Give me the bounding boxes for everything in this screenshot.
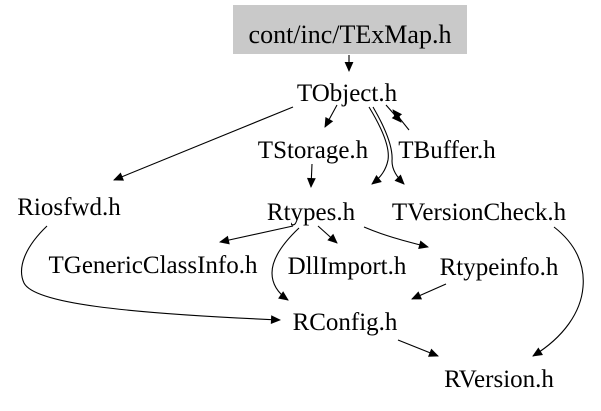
node-box-texmap	[233, 5, 467, 54]
node-label-texmap: cont/inc/TExMap.h	[249, 20, 452, 49]
node-label-tbuffer[interactable]: TBuffer.h	[398, 137, 496, 164]
edge-tobject-to-tbuffer	[385, 104, 402, 123]
edge-tversioncheck-to-rversion	[532, 226, 584, 357]
edge-rtypeinfo-to-rconfig	[411, 283, 447, 300]
edge-tbuffer-to-tobject	[392, 109, 410, 131]
node-label-riosfwd[interactable]: Riosfwd.h	[17, 194, 121, 221]
edge-rtypes-to-tgeneric	[219, 225, 294, 245]
edge-tobject-to-tversioncheck	[372, 106, 405, 185]
edge-riosfwd-to-rconfig	[20, 225, 281, 325]
edge-rconfig-to-rversion	[397, 339, 439, 357]
edges-layer	[20, 55, 584, 357]
edge-tobject-to-tstorage	[324, 104, 338, 128]
edge-tobject-to-riosfwd	[113, 106, 294, 181]
node-label-rconfig[interactable]: RConfig.h	[293, 309, 398, 336]
node-label-tversioncheck[interactable]: TVersionCheck.h	[392, 199, 567, 226]
edge-rtypes-to-rconfig	[271, 227, 300, 301]
node-label-rversion[interactable]: RVersion.h	[444, 366, 554, 393]
node-label-rtypes[interactable]: Rtypes.h	[267, 199, 356, 226]
edge-rtypes-to-dllimport	[317, 225, 338, 244]
edge-rtypes-to-rtypeinfo	[363, 226, 429, 249]
node-label-tobject[interactable]: TObject.h	[297, 80, 398, 107]
node-label-dllimport[interactable]: DllImport.h	[288, 253, 407, 280]
node-label-tgeneric[interactable]: TGenericClassInfo.h	[49, 252, 258, 279]
node-label-tstorage[interactable]: TStorage.h	[258, 137, 369, 164]
edge-tstorage-to-rtypes	[306, 163, 316, 188]
node-label-rtypeinfo[interactable]: Rtypeinfo.h	[440, 254, 559, 281]
edge-tobject-to-rtypes	[368, 106, 389, 185]
